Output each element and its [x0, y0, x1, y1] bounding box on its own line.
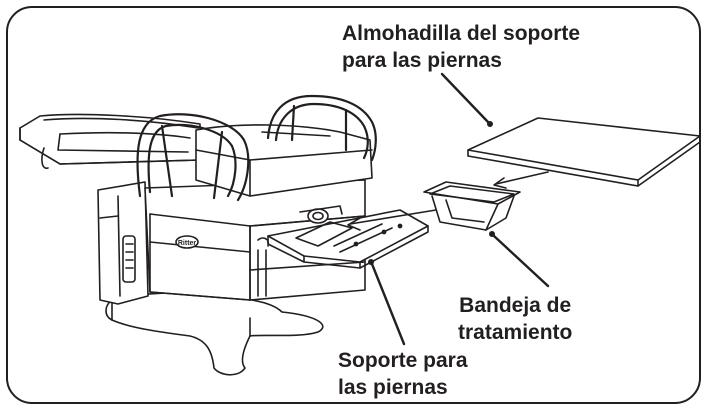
leg-rest-illustration: [267, 205, 429, 269]
leg-rest-label-line2: las piernas: [338, 376, 448, 399]
treatment-tray-illustration: [423, 181, 521, 231]
leader-lines: [368, 72, 550, 346]
treatment-tray-label-line2: tratamiento: [458, 321, 573, 344]
leg-rest-pad-label: Almohadilla del soporte para las piernas: [342, 20, 580, 74]
pad-to-tray-arrow: [495, 171, 549, 185]
leg-rest-pad-label-line1: Almohadilla del soporte: [342, 22, 581, 45]
leg-rest-pad-label-line2: para las piernas: [342, 49, 502, 72]
treatment-tray-label: Bandeja de tratamiento: [458, 292, 572, 346]
treatment-tray-label-line1: Bandeja de: [459, 294, 572, 317]
illustration-frame: [6, 6, 701, 404]
table-handles: [136, 94, 377, 202]
table-base: [105, 292, 324, 376]
table-pedestal: [97, 181, 149, 305]
leg-pad-leader: [440, 72, 490, 124]
leg-rest-leader: [370, 262, 406, 346]
tray-to-legrest-arrow: [349, 209, 437, 225]
leg-rest-label-line1: Soporte para: [338, 349, 468, 372]
table-backrest: [19, 113, 201, 170]
svg-text:Ritter: Ritter: [178, 240, 197, 247]
table-seat: [195, 124, 373, 197]
leg-rest-pad-illustration: [467, 117, 701, 187]
assembly-arrows: [347, 171, 549, 231]
tray-leader: [492, 234, 550, 288]
leg-rest-label: Soporte para las piernas: [338, 347, 468, 401]
